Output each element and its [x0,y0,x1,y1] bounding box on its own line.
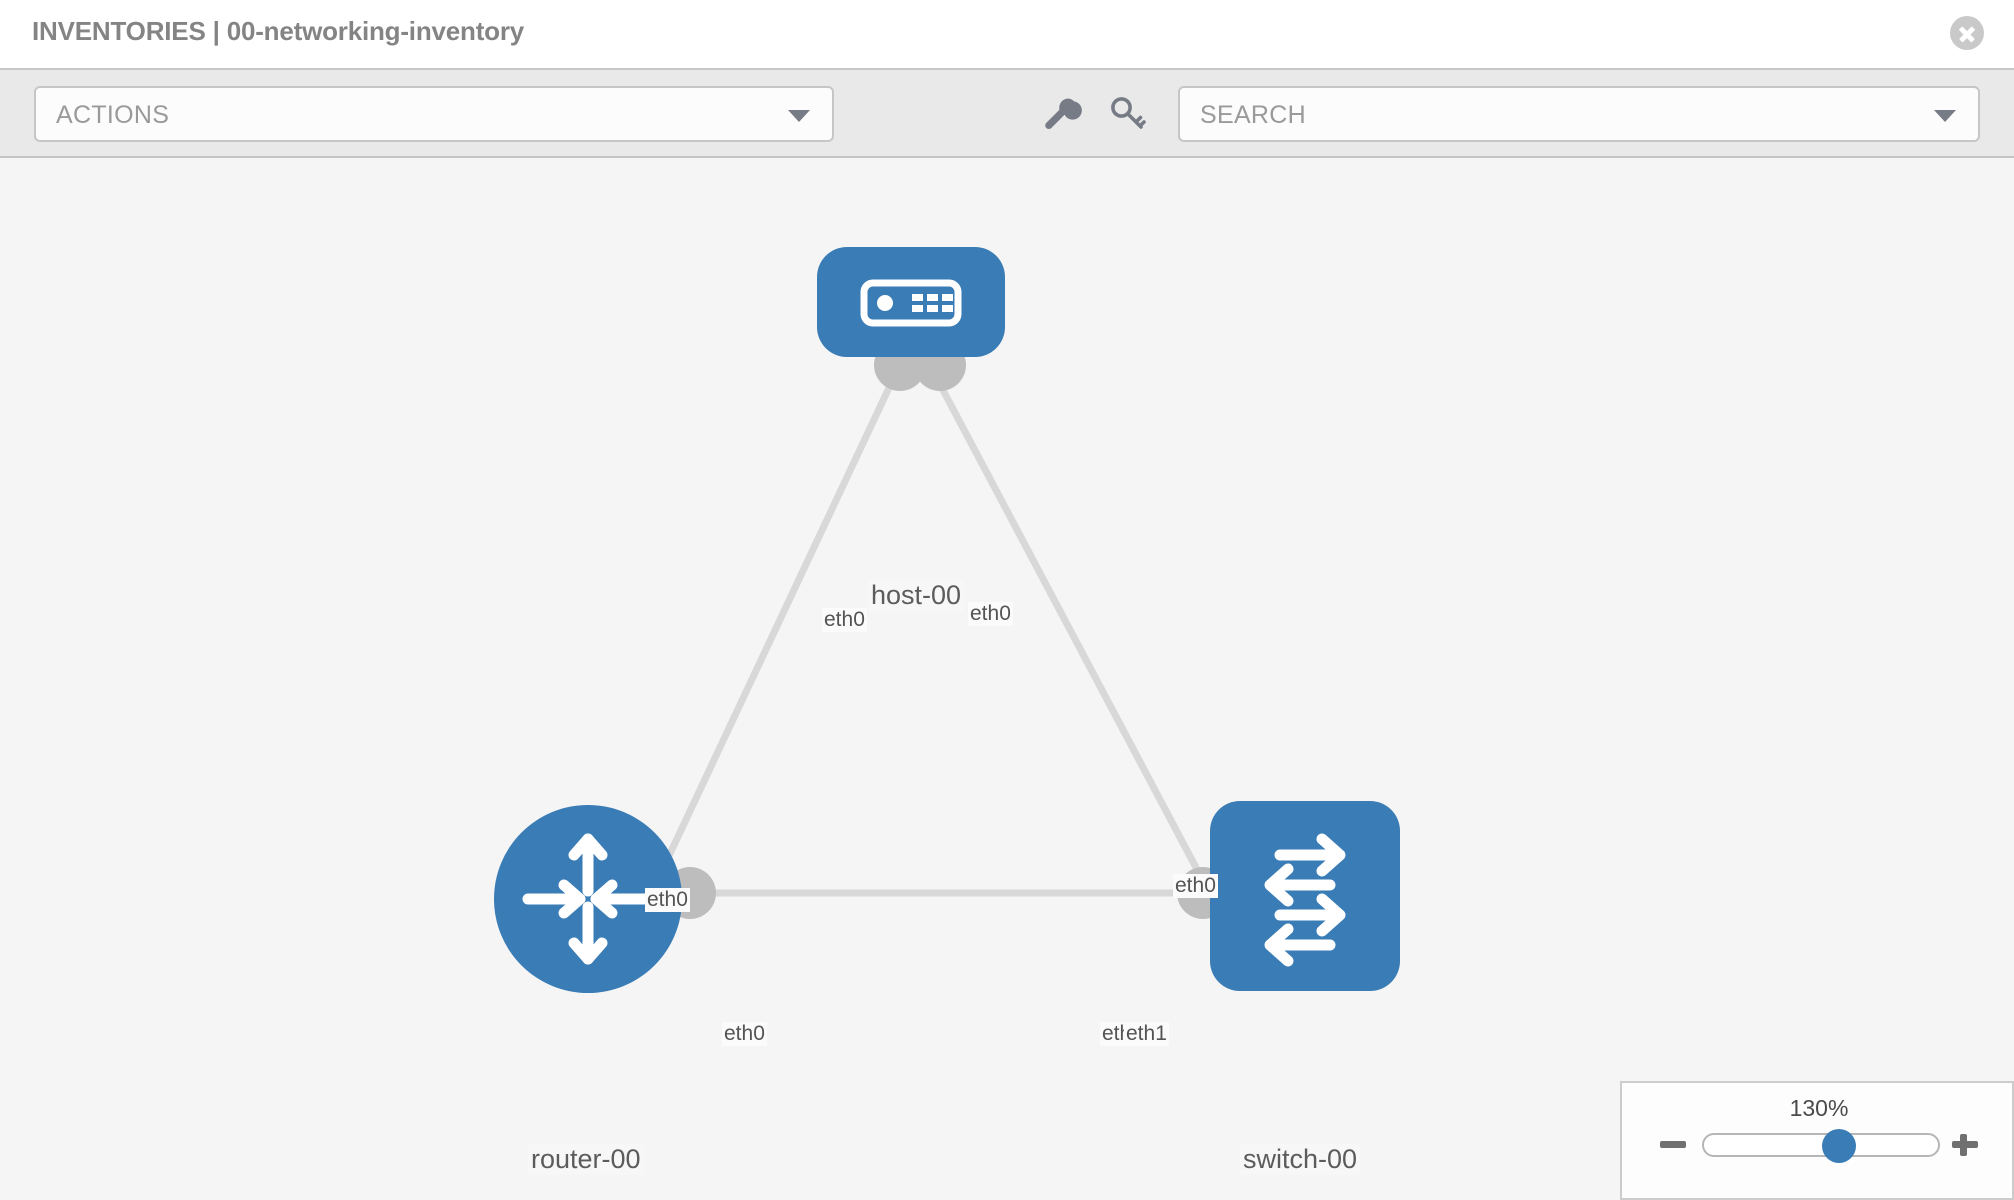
toolbar: ACTIONS SEARCH [0,70,2014,158]
chevron-down-icon[interactable] [1934,110,1956,122]
node-label-router-00: router-00 [528,1144,644,1175]
plus-icon-bar-v [1959,1133,1967,1156]
zoom-control-panel: 130% [1620,1081,2014,1200]
minus-icon[interactable] [1658,1129,1688,1159]
node-switch-00-shape[interactable] [1210,801,1400,991]
chevron-down-icon [788,110,810,122]
page-title: INVENTORIES | 00-networking-inventory [32,16,525,46]
node-host-00-shape[interactable] [817,247,1005,357]
node-switch-00[interactable] [1210,801,1400,991]
zoom-level-label: 130% [1789,1095,1849,1121]
iface-label-switch-left-eth1: eth1 [1124,1022,1169,1046]
iface-label-router-upper: eth0 [645,888,690,912]
iface-label-host-right: eth0 [968,602,1013,626]
actions-dropdown[interactable]: ACTIONS [34,86,834,142]
plus-icon[interactable] [1950,1129,1980,1159]
topology-canvas[interactable]: host-00 router-00 switch-00 eth0 eth0 et… [0,160,2014,1200]
zoom-slider[interactable] [1702,1129,1940,1163]
actions-dropdown-label: ACTIONS [56,101,170,129]
node-host-00[interactable] [817,247,1005,357]
page-header: INVENTORIES | 00-networking-inventory [0,0,2014,70]
node-label-switch-00: switch-00 [1240,1144,1361,1175]
search-input-placeholder: SEARCH [1200,101,1306,129]
minus-icon-bar [1660,1141,1686,1148]
server-icon [860,279,962,327]
topology-graph [616,339,1264,973]
link-host-switch [931,373,1249,962]
iface-label-router-right: eth0 [722,1022,767,1046]
router-arrows-icon [522,833,654,965]
switch-arrows-icon [1264,833,1346,967]
wrench-icon[interactable] [1038,92,1082,136]
node-label-host-00: host-00 [868,580,965,611]
search-input[interactable]: SEARCH [1178,86,1980,142]
key-icon[interactable] [1106,92,1150,136]
close-icon[interactable] [1950,16,1984,50]
zoom-slider-thumb[interactable] [1822,1129,1856,1163]
iface-label-switch-upper: eth0 [1173,874,1218,898]
iface-label-host-left: eth0 [822,608,867,632]
